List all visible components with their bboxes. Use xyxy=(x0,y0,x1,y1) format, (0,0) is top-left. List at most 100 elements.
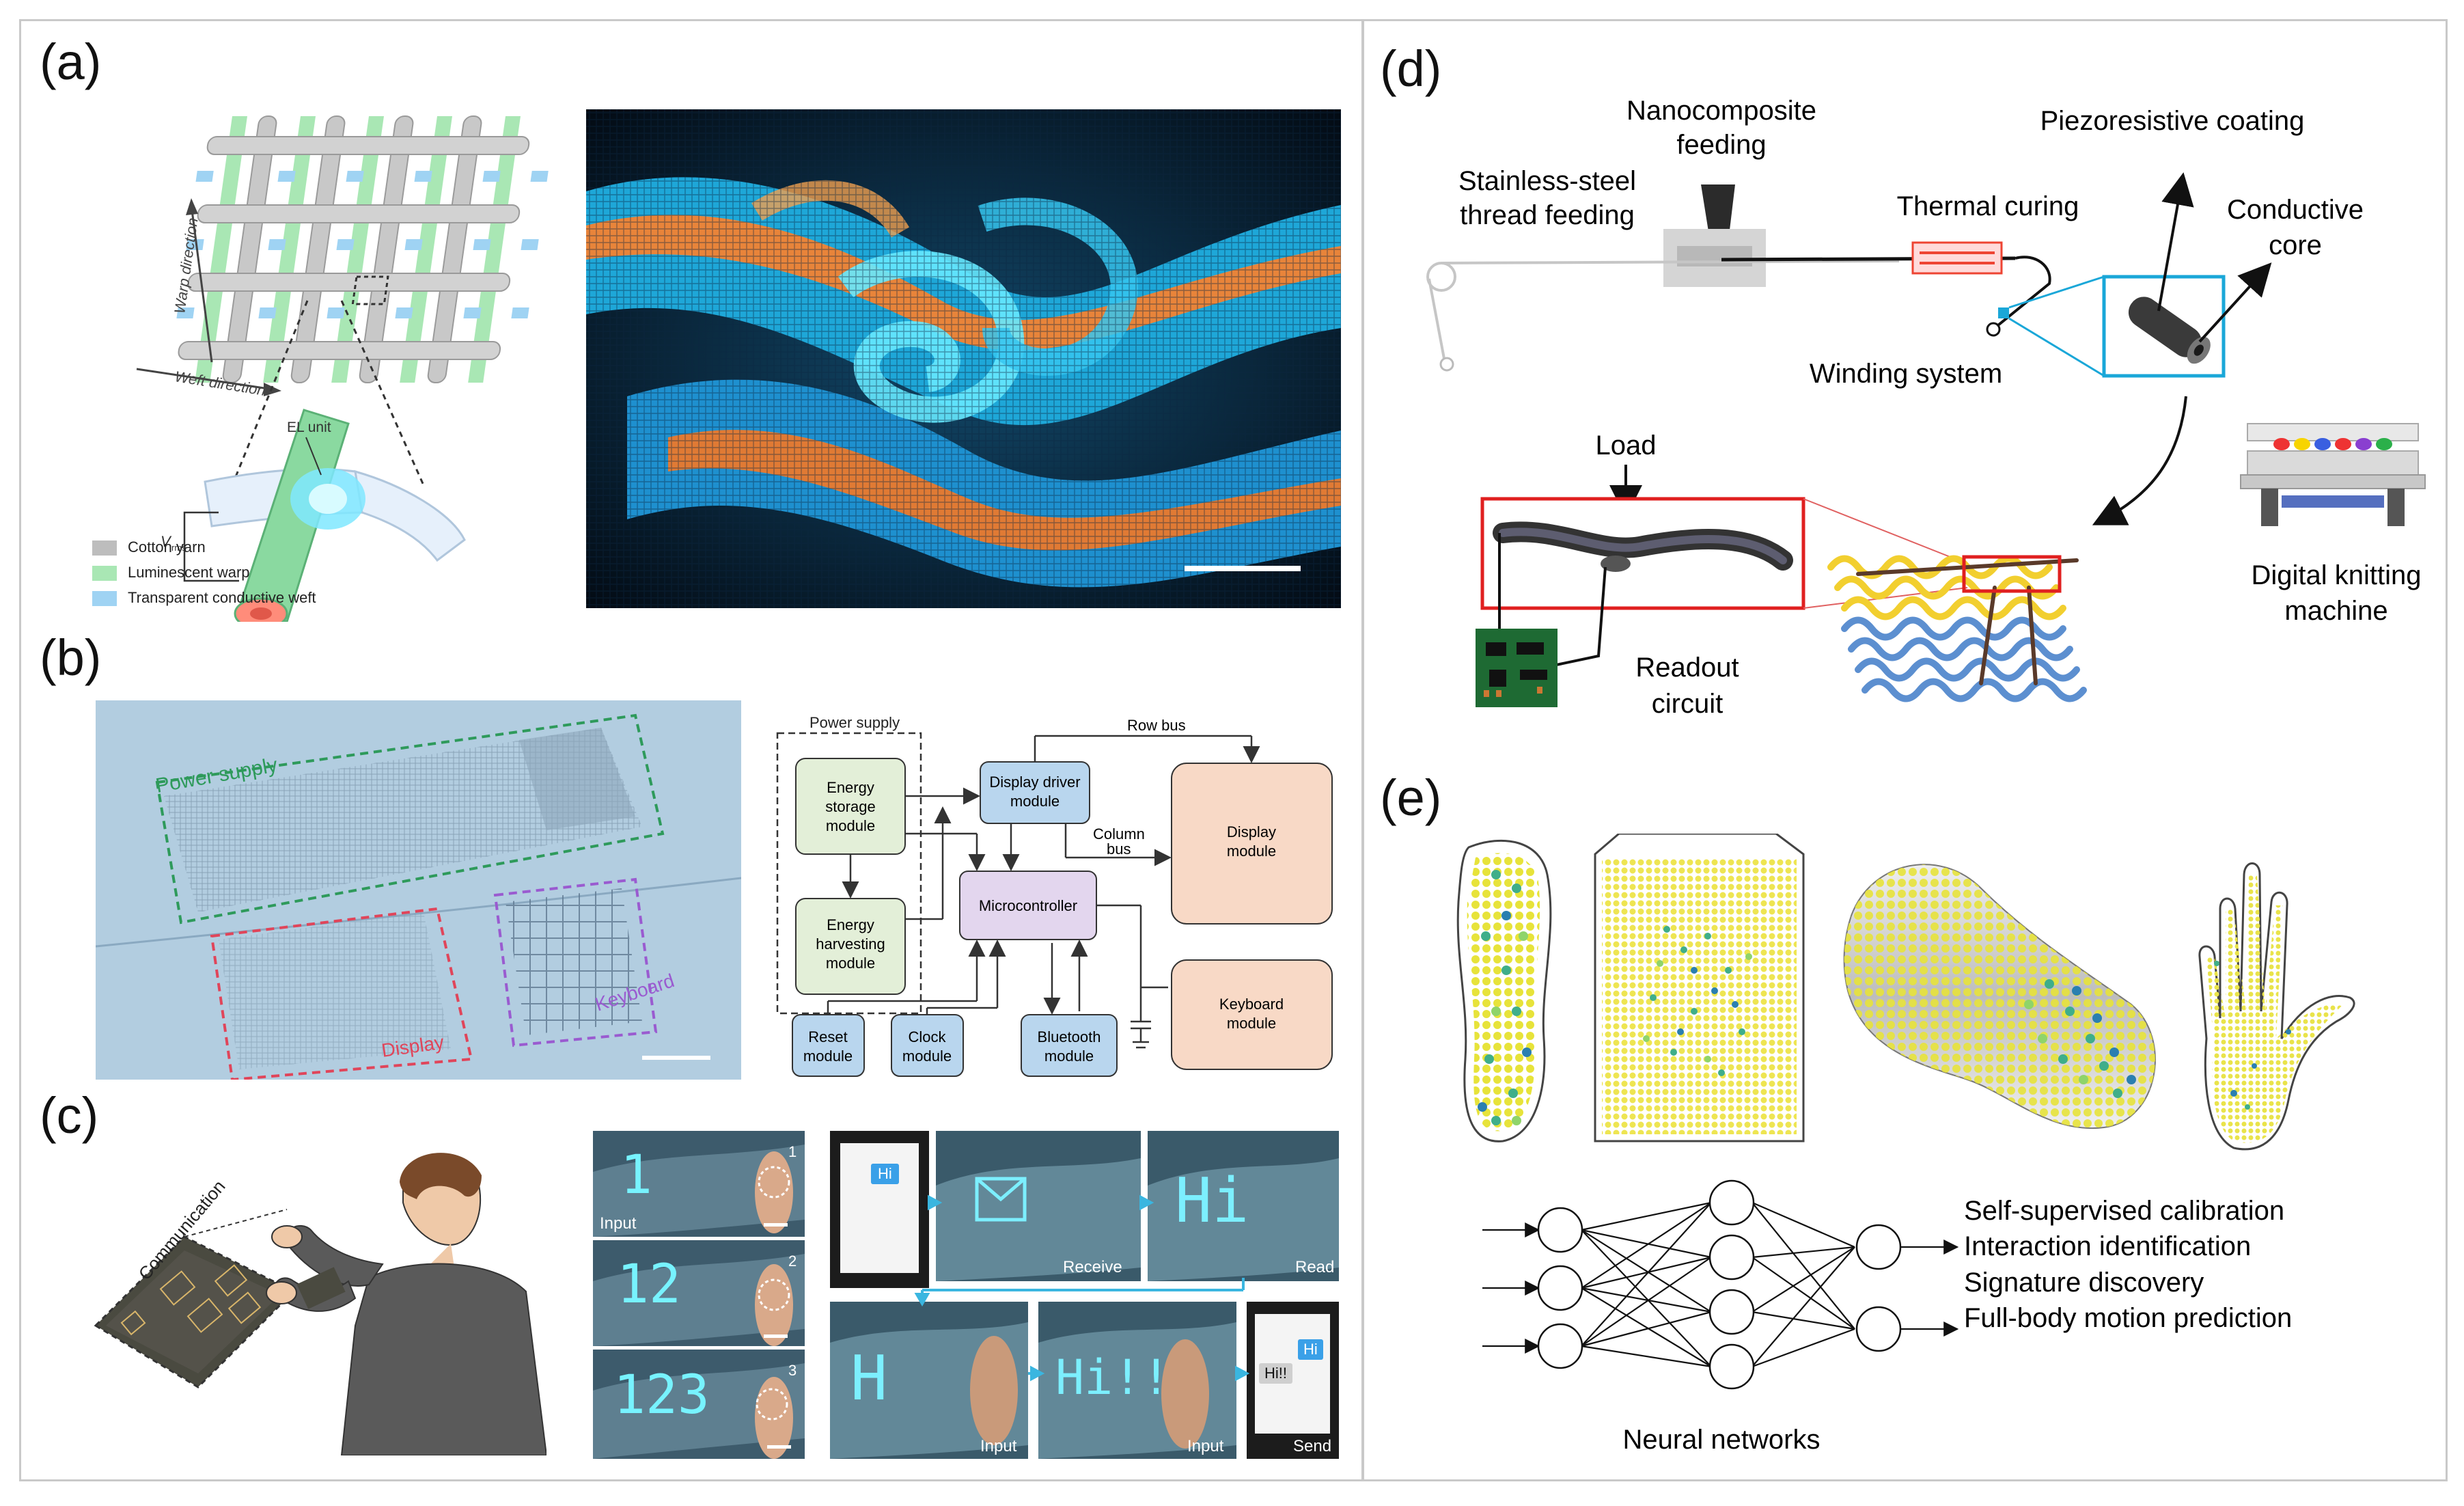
conductive-core-line: Conductive xyxy=(2227,195,2364,225)
panel-e-pressure-maps xyxy=(1456,834,2355,1151)
column-bus-line: bus xyxy=(1107,840,1131,858)
input-tile-3: 123 3 xyxy=(593,1350,805,1459)
readout-circuit-line: circuit xyxy=(1652,689,1723,719)
neural-networks-label: Neural networks xyxy=(1622,1425,1820,1455)
tile-number: 3 xyxy=(788,1362,797,1379)
reset-module-line: Reset xyxy=(808,1028,847,1045)
knitting-machine-line: machine xyxy=(2284,596,2387,626)
input-node xyxy=(1537,1207,1583,1253)
panel-e-neural-network: Self-supervised calibration Interaction … xyxy=(1482,1179,2292,1455)
reply-input-tile-1: H Input xyxy=(830,1302,1028,1459)
tile-caption-send: Send xyxy=(1293,1437,1332,1455)
display-module-line: module xyxy=(1227,843,1276,860)
el-unit-illustration xyxy=(204,409,466,622)
weft-direction-label: Weft direction xyxy=(174,368,266,399)
display-driver-line: module xyxy=(1010,793,1060,810)
input-tile-2: 12 2 xyxy=(593,1240,805,1346)
phone-reply-bubble: Hi!! xyxy=(1259,1363,1292,1384)
load-label: Load xyxy=(1596,430,1657,461)
knitted-fabric xyxy=(1827,555,2087,702)
panel-c-flow-arrows xyxy=(914,1194,1250,1382)
output-node xyxy=(1855,1224,1902,1270)
screen-digit: 1 xyxy=(620,1145,652,1206)
fabric-hi-text: Hi xyxy=(1175,1165,1249,1237)
panel-e-label: (e) xyxy=(1380,769,1442,826)
keyboard-module xyxy=(1171,959,1333,1070)
keyboard-module-line: Keyboard xyxy=(1219,996,1284,1013)
vrms-subscript: rms xyxy=(171,543,186,553)
legend-item: Luminescent warp xyxy=(92,560,316,585)
phone-send-tile: Hi Hi!! Send xyxy=(1247,1302,1339,1459)
panel-c-label: (c) xyxy=(40,1087,99,1144)
hidden-node xyxy=(1708,1289,1755,1335)
tile-caption-input: Input xyxy=(1187,1437,1224,1455)
reset-module xyxy=(792,1014,865,1077)
display-driver-line: Display driver xyxy=(989,773,1080,791)
clock-module-line: module xyxy=(902,1048,952,1065)
legend-item: Transparent conductive weft xyxy=(92,585,316,610)
energy-harvesting-line: harvesting xyxy=(816,935,885,953)
phone-hi-bubble: Hi xyxy=(871,1164,899,1184)
legend-swatch-cotton xyxy=(92,540,117,556)
hand-map xyxy=(2198,862,2355,1151)
clock-module xyxy=(891,1014,964,1077)
panel-a-weave-diagram: Warp direction Weft direction EL unit V … xyxy=(136,115,549,622)
output-item: Full-body motion prediction xyxy=(1964,1303,2292,1333)
legend-item: Cotton yarn xyxy=(92,534,316,560)
tile-caption-receive: Receive xyxy=(1063,1258,1122,1276)
thermal-curing-label: Thermal curing xyxy=(1897,191,2079,221)
winding-system-label: Winding system xyxy=(1810,359,2002,389)
clock-module-line: Clock xyxy=(908,1028,946,1045)
bluetooth-module-line: Bluetooth xyxy=(1038,1028,1101,1045)
reset-module-line: module xyxy=(803,1048,853,1065)
energy-harvesting-line: module xyxy=(826,955,875,972)
tile-caption-input: Input xyxy=(980,1437,1017,1455)
insole-map xyxy=(1456,839,1552,1142)
sleeve-cylinder-map xyxy=(1843,864,2156,1130)
tile-caption-read: Read xyxy=(1295,1258,1335,1276)
warp-direction-label: Warp direction xyxy=(171,217,201,315)
hidden-node xyxy=(1708,1179,1755,1226)
tile-number: 2 xyxy=(788,1252,797,1270)
legend-swatch-luminescent xyxy=(92,566,117,581)
el-unit-label: EL unit xyxy=(287,420,331,435)
screen-digit: 123 xyxy=(613,1365,710,1426)
legend-label: Transparent conductive weft xyxy=(128,589,316,606)
column-bus-line: Column xyxy=(1093,825,1145,843)
panel-b-label: (b) xyxy=(40,629,102,686)
readout-circuit-line: Readout xyxy=(1635,653,1739,683)
output-node xyxy=(1855,1306,1902,1352)
output-item: Interaction identification xyxy=(1964,1231,2251,1261)
conductive-core-line: core xyxy=(2269,230,2322,260)
panel-d-fabrication-diagram: Nanocomposite feeding Stainless-steel th… xyxy=(1426,96,2426,719)
bluetooth-module-line: module xyxy=(1044,1048,1094,1065)
energy-storage-line: module xyxy=(826,817,875,834)
fabric-input-text: H xyxy=(850,1343,888,1414)
panel-a-legend: Cotton yarn Luminescent warp Transparent… xyxy=(92,534,316,610)
tile-number: 1 xyxy=(788,1143,797,1160)
display-module xyxy=(1171,763,1333,925)
legend-label: Cotton yarn xyxy=(128,538,206,556)
row-bus-label: Row bus xyxy=(1127,717,1186,734)
input-tile-1: 1 1 Input xyxy=(593,1131,805,1237)
legend-swatch-conductive xyxy=(92,591,117,607)
legend-label: Luminescent warp xyxy=(128,564,250,581)
nanocomposite-line: feeding xyxy=(1676,130,1766,160)
output-item: Self-supervised calibration xyxy=(1964,1196,2284,1226)
input-node xyxy=(1537,1323,1583,1369)
display-module-line: Display xyxy=(1227,823,1276,840)
power-supply-title: Power supply xyxy=(809,714,900,731)
reply-input-tile-2: Hi!! Input xyxy=(1038,1302,1236,1459)
panel-b-block-diagram: Power supply Energy storage module Energ… xyxy=(776,714,1333,1077)
panel-d-label: (d) xyxy=(1380,40,1442,97)
hidden-node xyxy=(1708,1343,1755,1390)
input-node xyxy=(1537,1265,1583,1311)
energy-harvesting-line: Energy xyxy=(827,916,874,933)
energy-storage-line: storage xyxy=(825,798,875,815)
piezoresistive-label: Piezoresistive coating xyxy=(2040,106,2305,136)
stainless-line: Stainless-steel xyxy=(1458,166,1636,196)
bluetooth-module xyxy=(1021,1014,1118,1077)
microcontroller-label: Microcontroller xyxy=(979,897,1077,914)
knitting-machine-icon xyxy=(2240,423,2426,526)
receive-tile: Receive xyxy=(936,1131,1141,1281)
